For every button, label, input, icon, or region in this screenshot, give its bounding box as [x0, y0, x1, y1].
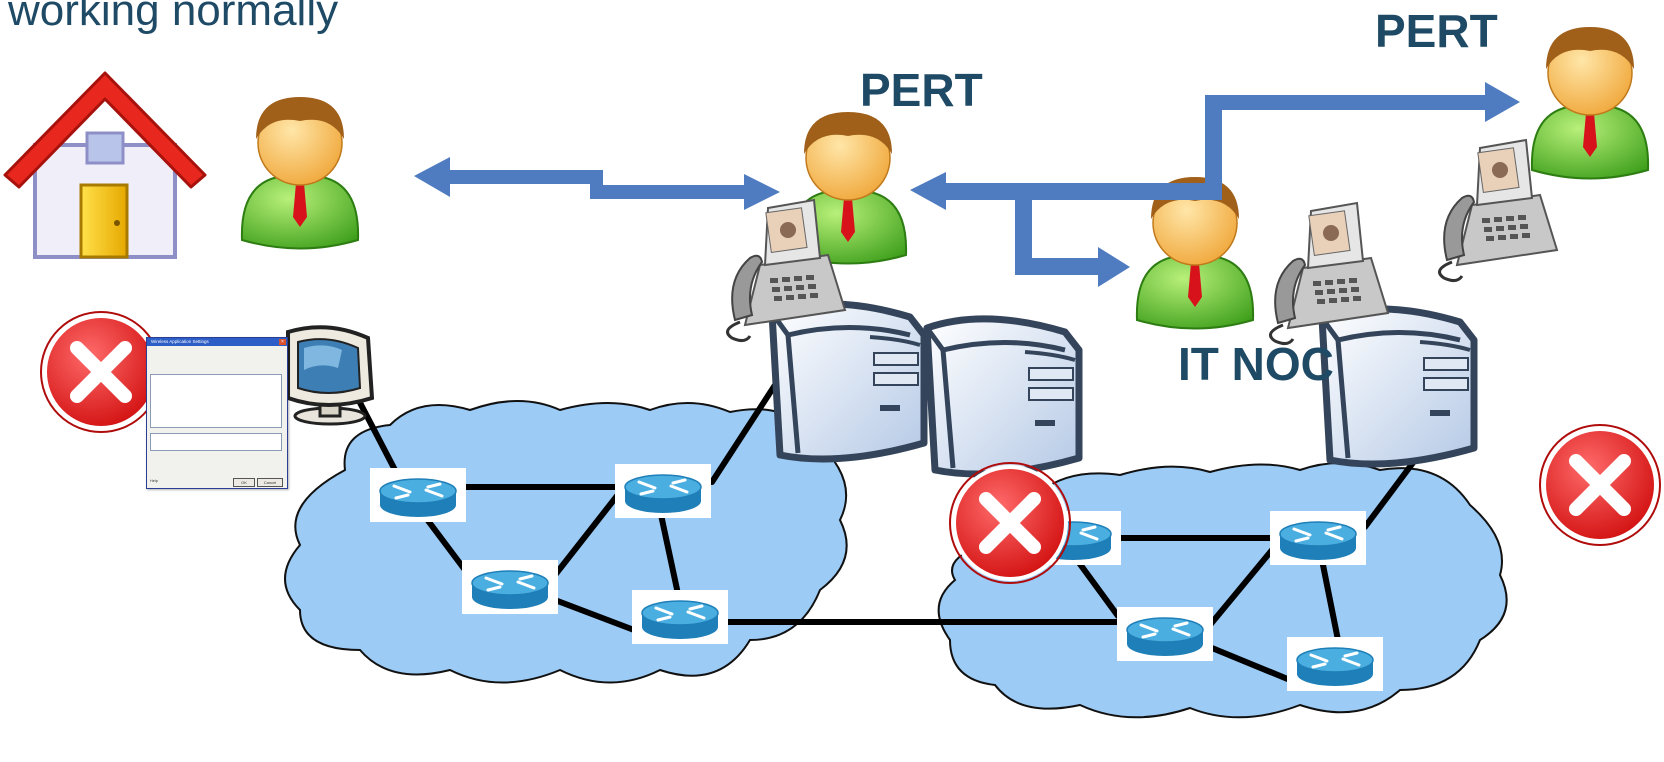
person-icon	[1530, 26, 1650, 180]
error-icon	[1540, 425, 1660, 545]
caption-text: working normally	[8, 0, 339, 35]
router-icon	[368, 466, 468, 524]
arrows	[414, 82, 1520, 287]
person-icon	[240, 96, 360, 250]
network-links	[354, 382, 1433, 683]
dialog-title: Wireless Application Settings	[147, 338, 287, 346]
router-icon	[460, 558, 560, 616]
ok-button: OK	[233, 478, 255, 487]
router-icon	[613, 462, 713, 520]
help-link: Help	[150, 479, 158, 483]
error-icon	[41, 312, 161, 432]
server-icon	[1322, 309, 1474, 464]
house-icon	[3, 71, 207, 259]
settings-dialog-thumbnail: Wireless Application Settings × OK Cance…	[146, 337, 288, 489]
double-arrow	[414, 157, 780, 210]
server-icon	[927, 319, 1079, 474]
it-noc-label: IT NOC	[1178, 338, 1334, 390]
router-icon	[1285, 635, 1385, 693]
router-icon	[1115, 605, 1215, 663]
monitor-icon	[286, 325, 375, 426]
cloud-icon	[284, 400, 848, 684]
error-icon	[950, 463, 1070, 583]
pert-center-label: PERT	[860, 64, 983, 116]
close-icon: ×	[279, 339, 286, 345]
cancel-button: Cancel	[257, 478, 283, 487]
dialog-list	[150, 374, 282, 428]
router-icon	[630, 588, 730, 646]
pert-arrows	[910, 82, 1520, 287]
server-icon	[772, 304, 924, 459]
pert-right-label: PERT	[1375, 5, 1498, 57]
dialog-description	[150, 433, 282, 451]
router-icon	[1268, 509, 1368, 567]
